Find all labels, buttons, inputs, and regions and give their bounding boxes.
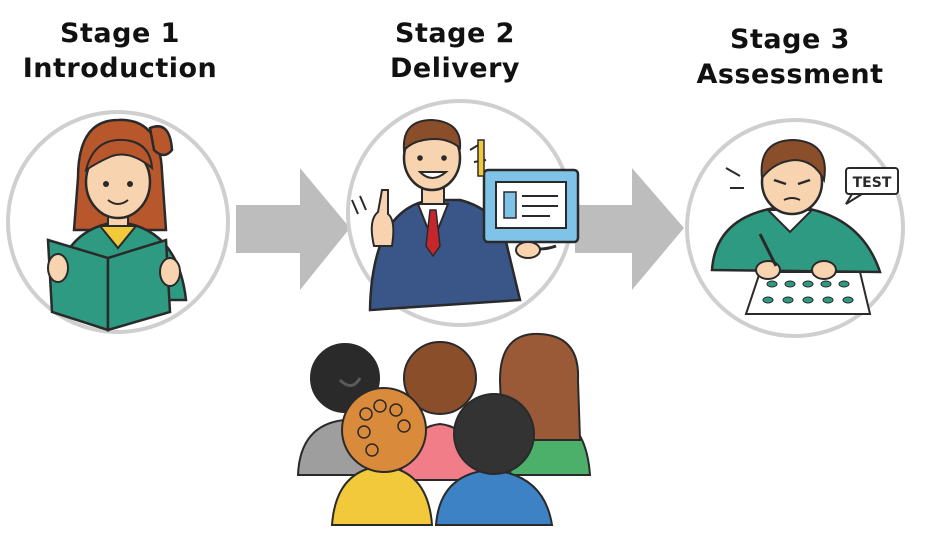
- stage-3-illustration: TEST: [685, 118, 905, 338]
- stage-1-name: Introduction: [22, 53, 218, 84]
- arrow-1-to-2: [236, 168, 350, 290]
- test-badge-label: TEST: [853, 175, 892, 191]
- audience-group: [296, 332, 592, 526]
- stage-2-name: Delivery: [389, 53, 521, 84]
- stage-3-number: Stage 3: [730, 24, 850, 55]
- stage-1-title: Stage 1 Introduction: [20, 16, 220, 86]
- test-badge: TEST: [845, 167, 899, 205]
- stage-2-title: Stage 2 Delivery: [355, 16, 555, 86]
- stage-2-number: Stage 2: [395, 18, 515, 49]
- stage-3-title: Stage 3 Assessment: [690, 22, 890, 92]
- stage-3-name: Assessment: [696, 59, 884, 90]
- stage-2-illustration: [346, 99, 580, 327]
- arrow-2-to-3: [575, 168, 684, 290]
- stage-1-number: Stage 1: [60, 18, 180, 49]
- stage-1-illustration: [6, 110, 230, 334]
